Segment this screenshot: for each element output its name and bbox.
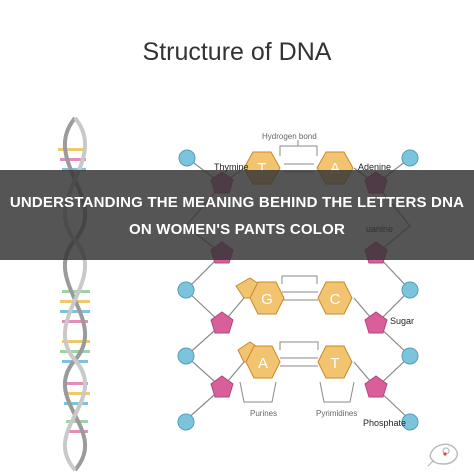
phosphate-circle bbox=[401, 347, 419, 365]
purines-label: Purines bbox=[250, 409, 277, 418]
phosphate-circle bbox=[177, 413, 195, 431]
base-letter: G bbox=[261, 291, 273, 308]
phosphate-circle bbox=[178, 149, 196, 167]
sugar-pentagon bbox=[210, 375, 234, 398]
base-letter: C bbox=[330, 291, 341, 308]
pyrimidines-label: Pyrimidines bbox=[316, 409, 357, 418]
corner-logo-icon bbox=[427, 443, 458, 467]
sugar-pentagon bbox=[210, 311, 234, 334]
base-letter: A bbox=[258, 355, 268, 372]
pyrimidines-bracket bbox=[319, 381, 355, 403]
purines-bracket bbox=[239, 381, 277, 403]
sugar-pentagon bbox=[364, 375, 388, 398]
base-hexagon bbox=[245, 345, 281, 379]
base-hexagon bbox=[317, 281, 353, 315]
title-banner: UNDERSTANDING THE MEANING BEHIND THE LET… bbox=[0, 170, 474, 260]
phosphate-circle bbox=[177, 281, 195, 299]
page-title: Structure of DNA bbox=[142, 38, 332, 66]
sugar-pentagon bbox=[364, 311, 388, 334]
phosphate-label: Phosphate bbox=[363, 418, 406, 428]
phosphate-circle bbox=[401, 413, 419, 431]
banner-line-1: UNDERSTANDING THE MEANING BEHIND THE LET… bbox=[9, 194, 465, 211]
base-pair-row-2: G C bbox=[235, 275, 353, 315]
hydrogen-bond-bracket bbox=[279, 140, 318, 173]
phosphate-group bbox=[177, 149, 419, 431]
base-letter: T bbox=[257, 160, 266, 177]
thymine-label: Thymine bbox=[214, 162, 249, 172]
base-letter: T bbox=[330, 355, 339, 372]
sugar-label: Sugar bbox=[390, 316, 414, 326]
base-pair-row-3: A T bbox=[237, 341, 353, 379]
base-letter: A bbox=[330, 160, 340, 177]
adenine-label: Adenine bbox=[358, 162, 391, 172]
phosphate-circle bbox=[401, 149, 419, 167]
phosphate-circle bbox=[401, 281, 419, 299]
base-hexagon bbox=[249, 281, 285, 315]
banner-line-2: ON WOMEN'S PANTS COLOR bbox=[128, 221, 346, 238]
base-hexagon bbox=[317, 345, 353, 379]
hydrogen-bond-label: Hydrogen bond bbox=[262, 132, 317, 141]
phosphate-circle bbox=[177, 347, 195, 365]
